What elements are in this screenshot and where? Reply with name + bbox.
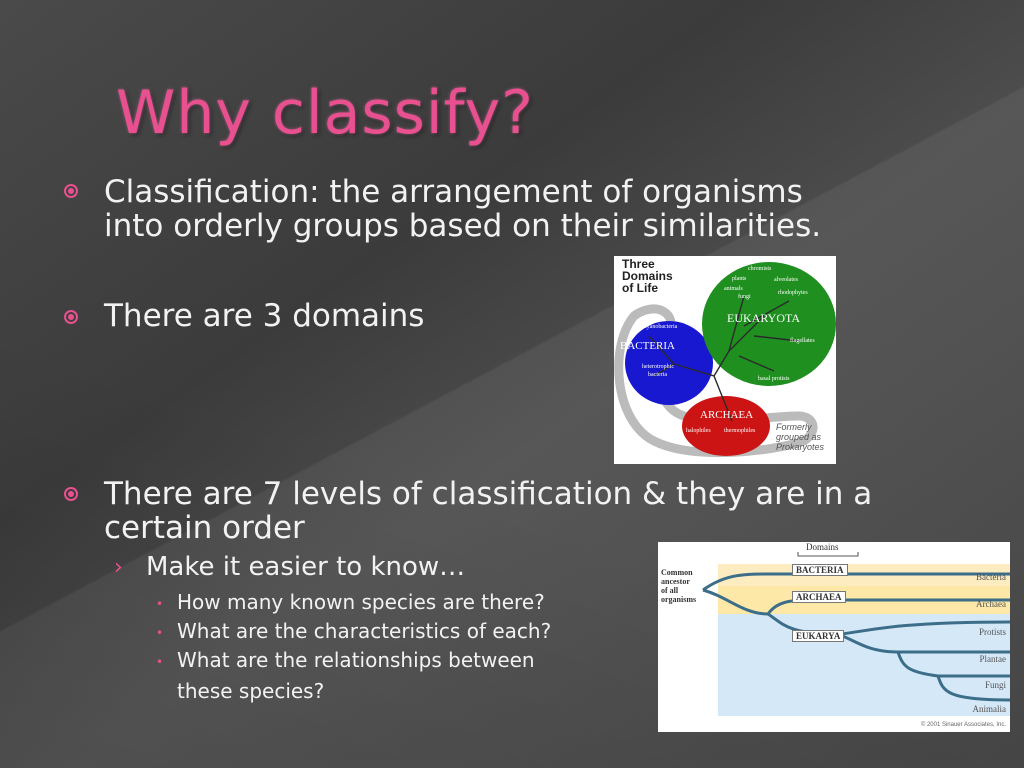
- label-flagellates: flagellates: [790, 338, 815, 344]
- slide-title: Why classify?: [116, 78, 534, 148]
- eukaryota-blob: [702, 262, 836, 386]
- bacteria-box: BACTERIA: [792, 564, 848, 576]
- note-line: Prokaryotes: [776, 442, 825, 452]
- sub-sub-bullet-dot-icon: •: [156, 597, 164, 611]
- label-chromists: chromists: [748, 266, 772, 272]
- label-animals: animals: [724, 286, 743, 292]
- sub-sub-bullet-dot-icon: •: [156, 626, 164, 640]
- eukarya-box: EUKARYA: [792, 630, 845, 642]
- ancestor-line: organisms: [661, 595, 697, 604]
- figure-heading: Domains: [622, 269, 673, 283]
- sub-sub-bullet: How many known species are there?: [177, 590, 545, 614]
- label-basal-protists: basal protists: [758, 376, 790, 382]
- figure-heading: of Life: [622, 281, 658, 295]
- plantae-leaf: Plantae: [979, 654, 1007, 664]
- sub-sub-bullet: What are the relationships between: [177, 648, 535, 672]
- bacteria-leaf: Bacteria: [976, 572, 1006, 582]
- bullet-line: into orderly groups based on their simil…: [104, 208, 822, 244]
- label-fungi: fungi: [738, 294, 751, 300]
- bullet-levels: There are 7 levels of classification & t…: [104, 477, 872, 545]
- label-archaea: ARCHAEA: [700, 409, 754, 421]
- formerly-note: Formerly grouped as Prokaryotes: [776, 422, 824, 452]
- protists-leaf: Protists: [978, 627, 1006, 637]
- archaea-box: ARCHAEA: [792, 591, 846, 603]
- label-bacteria-small: bacteria: [648, 372, 667, 378]
- animalia-leaf: Animalia: [972, 704, 1007, 714]
- sub-bullet: Make it easier to know…: [146, 552, 466, 582]
- ancestor-line: ancestor: [661, 577, 690, 586]
- copyright-note: © 2001 Sinauer Associates, Inc.: [920, 722, 1006, 728]
- bacteria-blob: [625, 321, 713, 405]
- label-alveolates: alveolates: [774, 277, 798, 283]
- sub-sub-bullet: these species?: [177, 679, 325, 703]
- figure-heading: Three: [622, 257, 655, 271]
- domains-label: Domains: [806, 542, 839, 552]
- sub-sub-bullet-dot-icon: •: [156, 655, 164, 669]
- archaea-blob: [682, 396, 770, 456]
- label-rhodophytes: rhodophytes: [778, 290, 808, 296]
- bullet-line: Classification: the arrangement of organ…: [104, 174, 803, 210]
- phylogeny-figure: Domains Common ancestor of all organisms…: [658, 542, 1010, 732]
- archaea-leaf: Archaea: [976, 599, 1006, 609]
- three-domains-figure: Three Domains of Life chromists plants a…: [614, 256, 836, 464]
- label-halophiles: halophiles: [686, 428, 711, 434]
- bullet-marker-icon: [64, 184, 78, 198]
- label-cyanobacteria: cyanobacteria: [644, 324, 678, 330]
- label-heterotrophic: heterotrophic: [642, 364, 674, 370]
- sub-sub-bullet: What are the characteristics of each?: [177, 619, 552, 643]
- note-line: grouped as: [776, 432, 822, 442]
- label-eukaryota: EUKARYOTA: [727, 311, 801, 325]
- bullet-line: There are 7 levels of classification & t…: [104, 476, 873, 512]
- common-ancestor-label: Common ancestor of all organisms: [661, 568, 696, 604]
- bullet-domains: There are 3 domains: [104, 298, 425, 334]
- label-thermophiles: thermophiles: [724, 428, 756, 434]
- sub-bullet-arrow-icon: ›: [114, 555, 123, 580]
- bullet-marker-icon: [64, 310, 78, 324]
- bullet-classification: Classification: the arrangement of organ…: [104, 175, 821, 243]
- ancestor-line: Common: [661, 568, 693, 577]
- bullet-marker-icon: [64, 487, 78, 501]
- ancestor-line: of all: [661, 586, 679, 595]
- fungi-leaf: Fungi: [984, 680, 1006, 690]
- bullet-line: certain order: [104, 510, 305, 546]
- label-plants: plants: [732, 276, 747, 282]
- note-line: Formerly: [776, 422, 812, 432]
- label-bacteria: BACTERIA: [620, 340, 675, 352]
